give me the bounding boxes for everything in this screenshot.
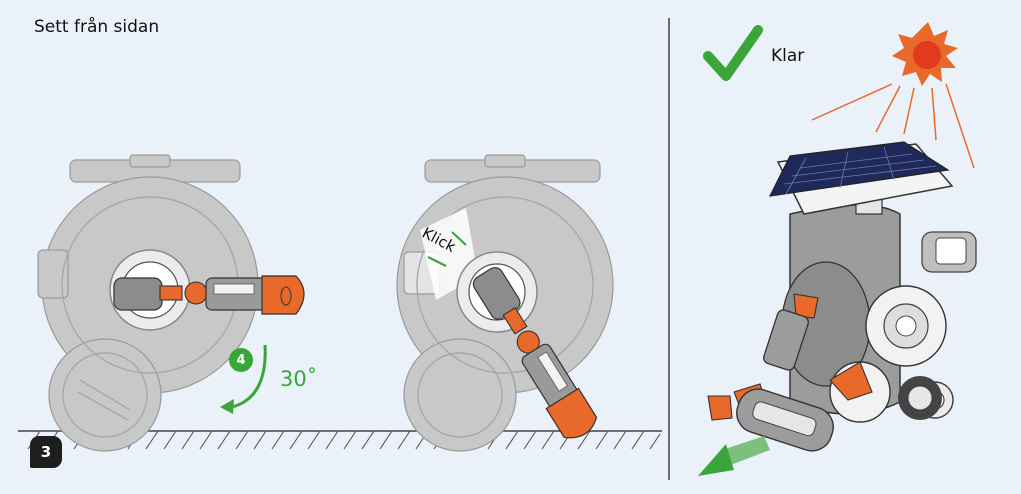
step-number-badge: 3 (30, 436, 62, 468)
robot-side-view-before (38, 155, 304, 451)
done-label: Klar (771, 46, 804, 66)
rotation-angle-label: 30˚ (280, 367, 317, 391)
motion-arrow-icon (698, 436, 770, 476)
checkmark-icon (708, 30, 758, 76)
robot-finished (708, 142, 976, 456)
robot-side-view-after: Klick (397, 155, 613, 451)
sub-step-badge: 4 (229, 348, 253, 372)
